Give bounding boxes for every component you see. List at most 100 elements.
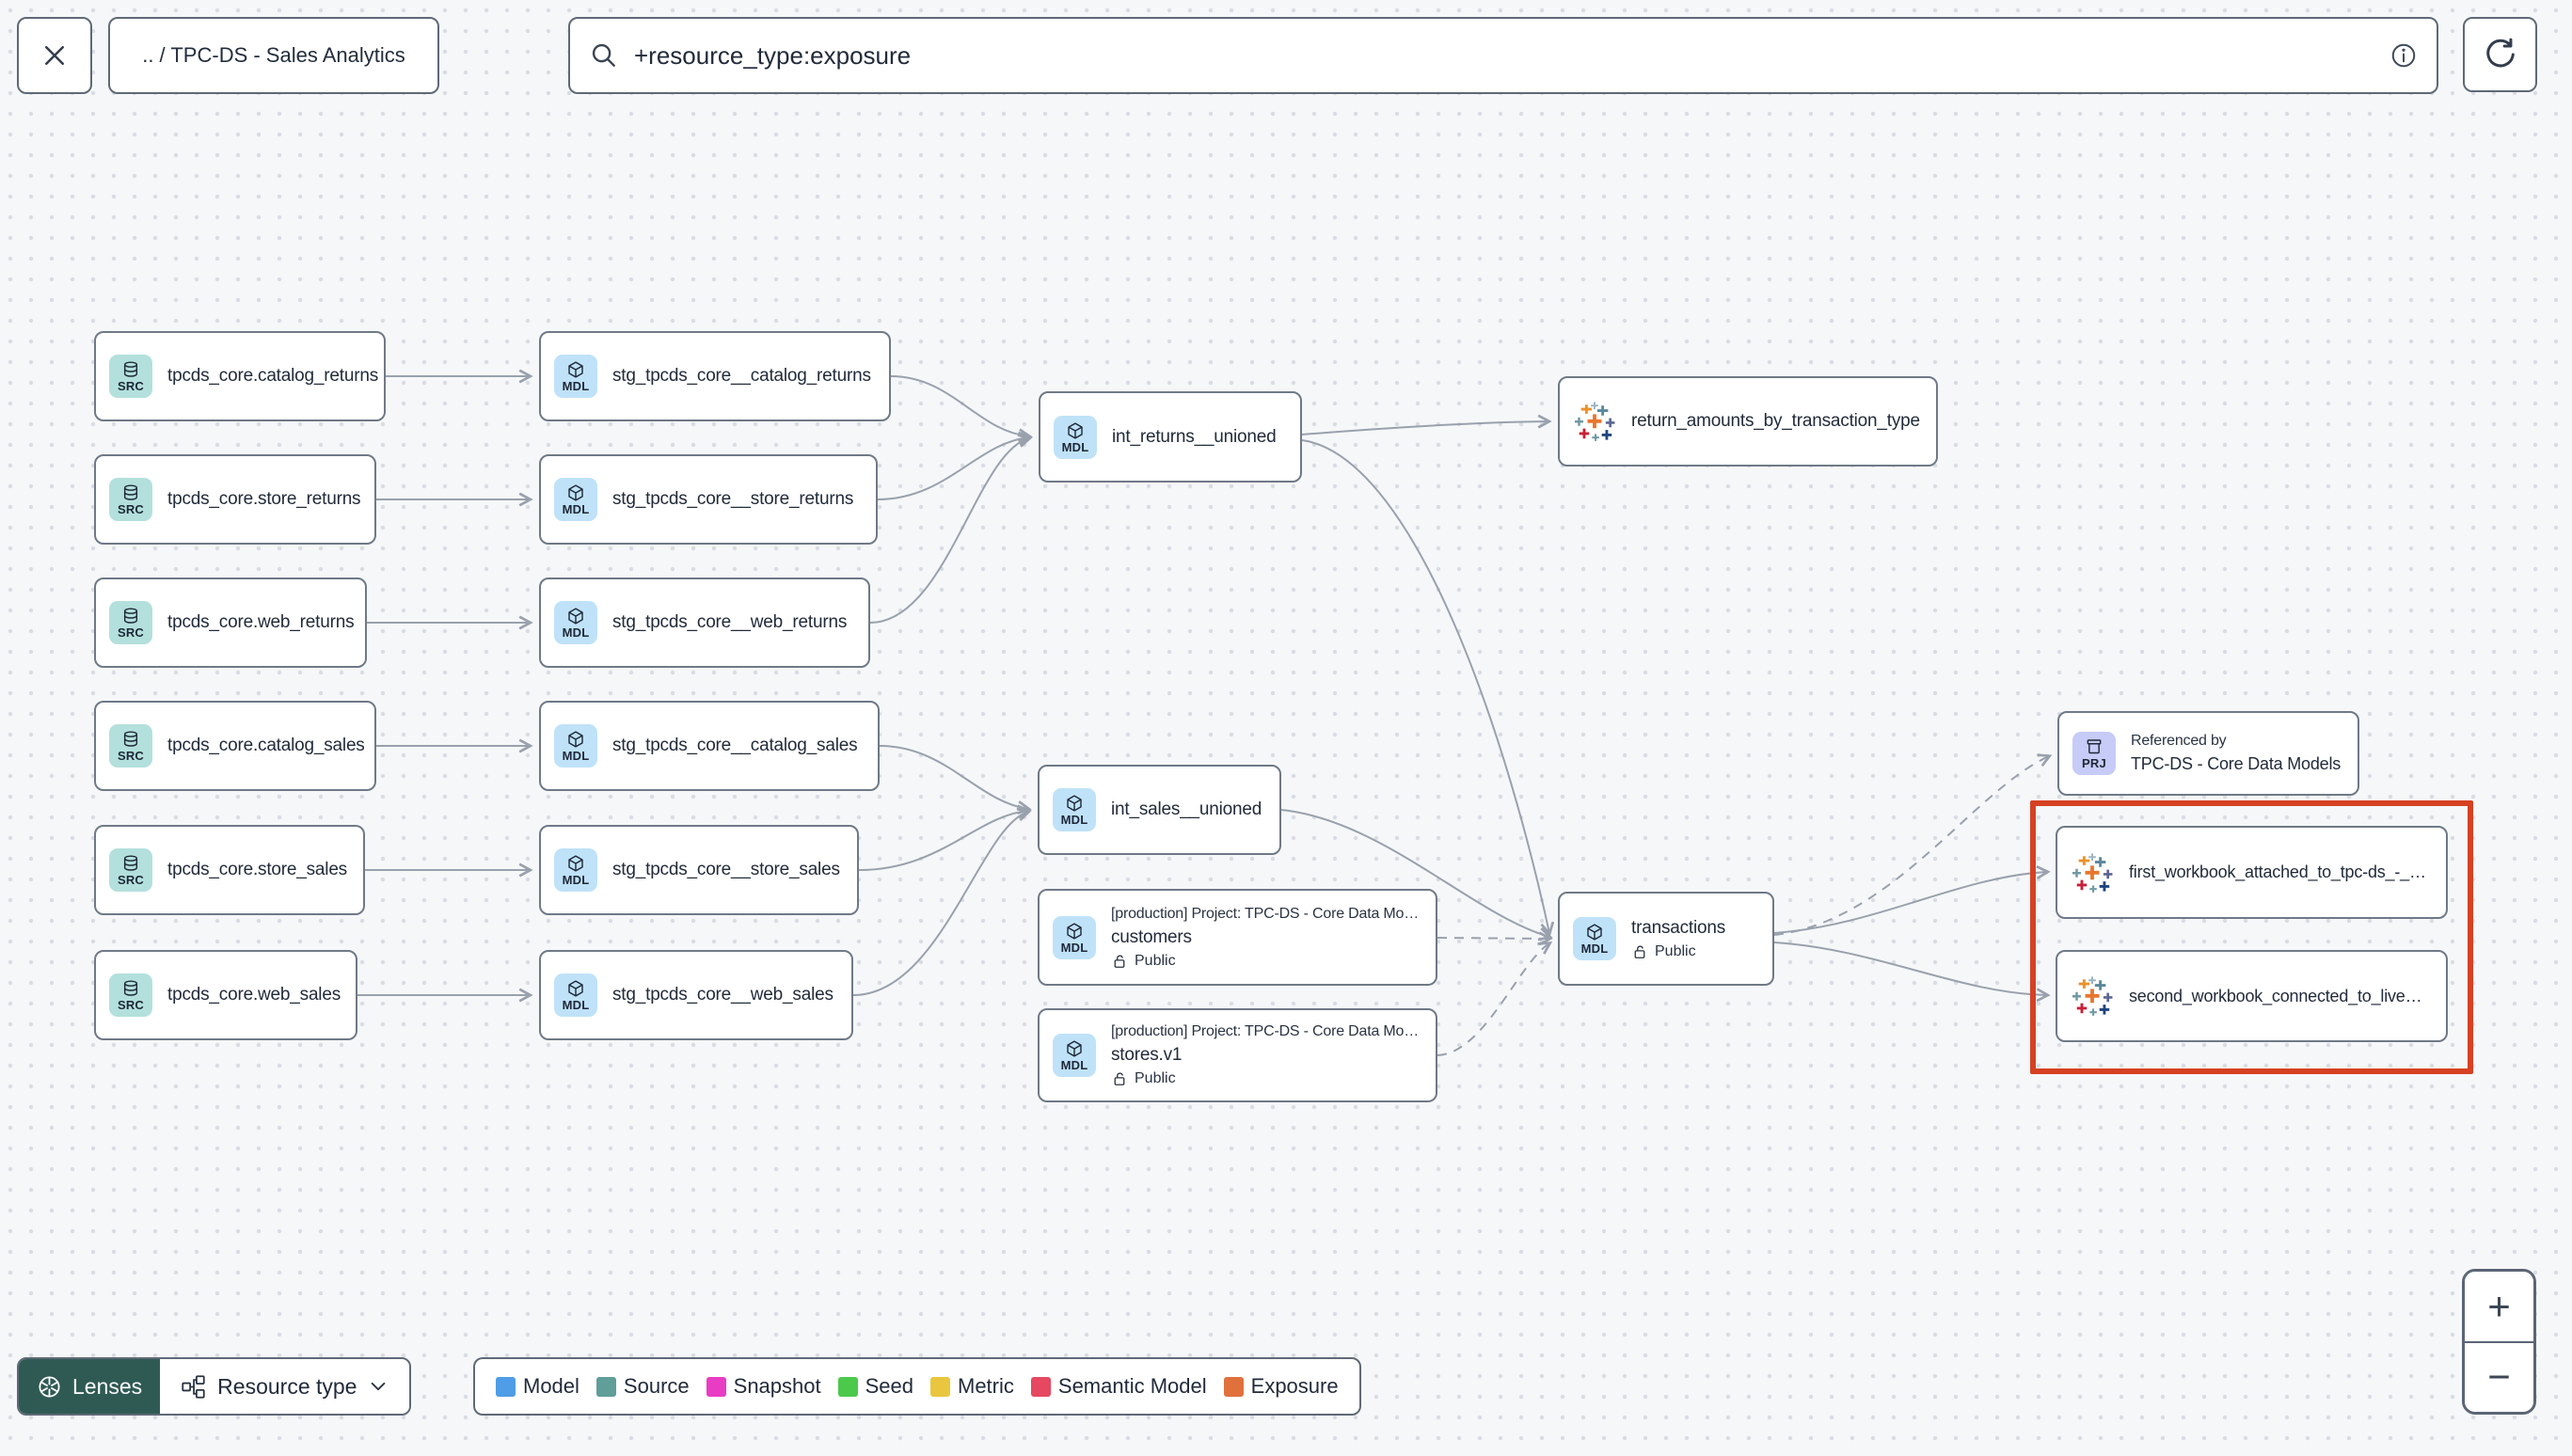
node-label: stores.v1 bbox=[1111, 1045, 1183, 1065]
node-label: first_workbook_attached_to_tpc-ds_-_… bbox=[2129, 863, 2426, 881]
node-label: int_returns__unioned bbox=[1112, 426, 1277, 447]
node-stg-catalog-returns[interactable]: MDL stg_tpcds_core__catalog_returns bbox=[539, 331, 891, 421]
node-label: stg_tpcds_core__store_sales bbox=[612, 860, 840, 879]
source-swatch bbox=[595, 1376, 616, 1397]
node-int-sales-unioned[interactable]: MDL int_sales__unioned bbox=[1038, 765, 1281, 855]
lenses-button[interactable]: Lenses bbox=[19, 1359, 161, 1414]
node-src-store-sales[interactable]: SRC tpcds_core.store_sales bbox=[94, 825, 365, 915]
node-label: return_amounts_by_transaction_type bbox=[1631, 411, 1920, 431]
breadcrumb[interactable]: .. / TPC-DS - Sales Analytics bbox=[108, 17, 439, 94]
node-exposure-first-workbook[interactable]: first_workbook_attached_to_tpc-ds_-_… bbox=[2056, 826, 2448, 919]
node-label: tpcds_core.catalog_returns bbox=[167, 366, 378, 386]
source-badge: SRC bbox=[109, 973, 152, 1017]
lenses-label: Lenses bbox=[72, 1373, 143, 1399]
node-label: transactions bbox=[1631, 917, 1726, 938]
node-src-web-sales[interactable]: SRC tpcds_core.web_sales bbox=[94, 950, 357, 1040]
node-label: tpcds_core.catalog_sales bbox=[167, 736, 365, 755]
database-icon bbox=[121, 483, 140, 502]
node-stg-web-returns[interactable]: MDL stg_tpcds_core__web_returns bbox=[539, 578, 870, 668]
node-stores-v1[interactable]: MDL [production] Project: TPC-DS - Core … bbox=[1038, 1008, 1437, 1102]
close-icon bbox=[45, 46, 64, 65]
legend-item-source: Source bbox=[595, 1374, 690, 1399]
node-label: stg_tpcds_core__catalog_sales bbox=[612, 736, 858, 755]
project-label: [production] Project: TPC-DS - Core Data… bbox=[1111, 1023, 1420, 1039]
search-bar[interactable] bbox=[568, 17, 2438, 94]
model-badge: MDL bbox=[554, 355, 597, 398]
cube-icon bbox=[566, 730, 585, 749]
close-button[interactable] bbox=[17, 17, 92, 94]
chevron-down-icon bbox=[372, 1382, 386, 1391]
tableau-icon bbox=[2071, 851, 2114, 894]
model-badge: MDL bbox=[1573, 917, 1616, 960]
source-badge: SRC bbox=[109, 848, 152, 892]
access-label: Public bbox=[1631, 943, 1725, 960]
node-label: tpcds_core.store_sales bbox=[167, 860, 347, 879]
node-exposure-return-amounts[interactable]: return_amounts_by_transaction_type bbox=[1558, 376, 1938, 467]
node-src-store-returns[interactable]: SRC tpcds_core.store_returns bbox=[94, 454, 376, 545]
info-button[interactable] bbox=[2389, 41, 2418, 70]
resource-type-icon bbox=[182, 1374, 205, 1399]
model-badge: MDL bbox=[554, 848, 597, 892]
cube-icon bbox=[1585, 923, 1604, 942]
node-referenced-by-project[interactable]: PRJ Referenced by TPC-DS - Core Data Mod… bbox=[2057, 711, 2359, 796]
exposure-swatch bbox=[1223, 1376, 1244, 1397]
legend-item-model: Model bbox=[496, 1374, 579, 1399]
database-icon bbox=[121, 607, 140, 625]
node-src-catalog-sales[interactable]: SRC tpcds_core.catalog_sales bbox=[94, 701, 376, 791]
node-label: customers bbox=[1111, 926, 1192, 947]
project-label: [production] Project: TPC-DS - Core Data… bbox=[1111, 905, 1420, 922]
node-label: int_sales__unioned bbox=[1111, 799, 1262, 819]
node-stg-store-returns[interactable]: MDL stg_tpcds_core__store_returns bbox=[539, 454, 878, 545]
model-swatch bbox=[496, 1376, 516, 1397]
node-stg-store-sales[interactable]: MDL stg_tpcds_core__store_sales bbox=[539, 825, 859, 915]
access-label: Public bbox=[1111, 1070, 1419, 1087]
node-int-returns-unioned[interactable]: MDL int_returns__unioned bbox=[1039, 391, 1302, 483]
resource-type-dropdown[interactable]: Resource type bbox=[160, 1359, 410, 1414]
tableau-icon bbox=[2071, 974, 2114, 1018]
access-label: Public bbox=[1111, 953, 1419, 970]
archive-icon bbox=[2085, 737, 2104, 756]
source-badge: SRC bbox=[109, 601, 152, 644]
refresh-button[interactable] bbox=[2463, 17, 2537, 92]
lenses-control: Lenses Resource type bbox=[17, 1357, 412, 1416]
model-badge: MDL bbox=[1053, 788, 1096, 831]
tableau-icon bbox=[1573, 400, 1616, 443]
database-icon bbox=[121, 360, 140, 379]
database-icon bbox=[121, 979, 140, 998]
model-badge: MDL bbox=[1053, 915, 1096, 959]
info-icon bbox=[2391, 43, 2416, 68]
search-input[interactable] bbox=[632, 40, 2376, 71]
model-badge: MDL bbox=[554, 973, 597, 1017]
model-badge: MDL bbox=[554, 724, 597, 768]
aperture-icon bbox=[39, 1375, 60, 1398]
legend-item-semantic-model: Semantic Model bbox=[1030, 1374, 1207, 1399]
source-badge: SRC bbox=[109, 355, 152, 398]
node-src-catalog-returns[interactable]: SRC tpcds_core.catalog_returns bbox=[94, 331, 386, 421]
database-icon bbox=[121, 730, 140, 749]
node-src-web-returns[interactable]: SRC tpcds_core.web_returns bbox=[94, 578, 367, 668]
node-label: stg_tpcds_core__web_returns bbox=[612, 612, 848, 632]
cube-icon bbox=[566, 483, 585, 502]
search-icon bbox=[592, 43, 615, 67]
cube-icon bbox=[1065, 1039, 1084, 1058]
legend-item-seed: Seed bbox=[837, 1374, 913, 1399]
cube-icon bbox=[566, 854, 585, 873]
node-transactions[interactable]: MDL transactions Public bbox=[1558, 892, 1774, 986]
node-label: tpcds_core.store_returns bbox=[167, 489, 361, 509]
node-exposure-second-workbook[interactable]: second_workbook_connected_to_live… bbox=[2056, 950, 2448, 1042]
zoom-in-button[interactable]: + bbox=[2465, 1272, 2533, 1343]
node-customers[interactable]: MDL [production] Project: TPC-DS - Core … bbox=[1038, 889, 1437, 986]
node-stg-catalog-sales[interactable]: MDL stg_tpcds_core__catalog_sales bbox=[539, 701, 880, 791]
node-stg-web-sales[interactable]: MDL stg_tpcds_core__web_sales bbox=[539, 950, 853, 1040]
lock-open-icon bbox=[1111, 1070, 1128, 1087]
metric-swatch bbox=[930, 1376, 950, 1397]
legend-item-metric: Metric bbox=[930, 1374, 1014, 1399]
cube-icon bbox=[1065, 794, 1084, 813]
lock-open-icon bbox=[1631, 943, 1648, 960]
node-label: stg_tpcds_core__catalog_returns bbox=[612, 366, 871, 386]
node-label: second_workbook_connected_to_live… bbox=[2129, 986, 2422, 1005]
zoom-out-button[interactable]: − bbox=[2465, 1342, 2533, 1412]
cube-icon bbox=[566, 607, 585, 625]
